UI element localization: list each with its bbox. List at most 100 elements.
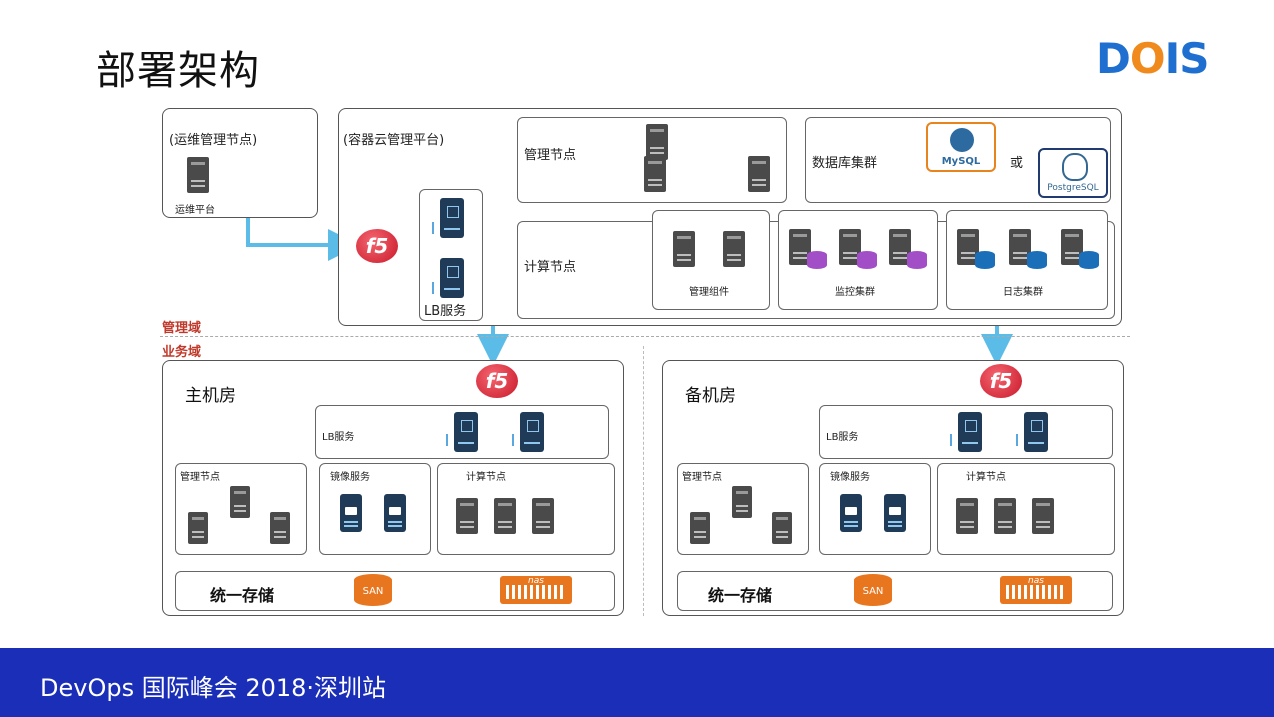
cloud-compute-box: 计算节点 管理组件 监控集群 日志集群 [517,210,1115,319]
dois-logo: DOIS [1096,34,1209,83]
primary-mgmt-label: 管理节点 [180,472,220,483]
footer-bar: DevOps 国际峰会 2018·深圳站 [0,648,1274,717]
f5-logo-icon: f5 [356,229,398,263]
lb-tick-icon [432,282,434,294]
postgres-label: PostgreSQL [1047,183,1099,193]
primary-mgmt-box: 管理节点 [175,463,307,555]
nas-label: nas [528,576,544,586]
nas-grill-icon [506,585,566,599]
lb-tick-icon [950,434,952,446]
server-icon [270,512,290,544]
server-icon [957,229,979,265]
cloud-mgmt-box: 管理节点 [517,117,787,203]
slide-title: 部署架构 [96,48,260,94]
log-db-icon [1079,251,1099,269]
san-storage-icon: SAN [354,574,392,606]
server-icon [456,498,478,534]
log-cluster-box: 日志集群 [946,210,1108,310]
monitor-db-icon [907,251,927,269]
primary-mirror-box: 镜像服务 [319,463,431,555]
server-icon [889,229,911,265]
domain-divider [160,336,1130,337]
mirror-storage-icon [340,494,362,532]
mysql-label: MySQL [941,156,981,167]
management-domain-label: 管理域 [162,321,202,336]
footer-text: DevOps 国际峰会 2018·深圳站 [40,674,387,702]
primary-compute-box: 计算节点 [437,463,615,555]
datacenter-divider [643,346,644,616]
nas-grill-icon [1006,585,1066,599]
logo-text: DOIS [1096,34,1209,83]
backup-mgmt-label: 管理节点 [682,472,722,483]
ops-server-icon [187,157,209,193]
mirror-storage-icon [384,494,406,532]
lb-node-icon [440,258,464,298]
lb-tick-icon [432,222,434,234]
business-domain-label: 业务域 [162,345,202,360]
cloud-platform-title: (容器云管理平台) [343,133,445,148]
server-icon [994,498,1016,534]
mirror-storage-icon [884,494,906,532]
server-icon [839,229,861,265]
mgmt-components-box: 管理组件 [652,210,770,310]
backup-mgmt-box: 管理节点 [677,463,809,555]
server-icon [1032,498,1054,534]
primary-mirror-label: 镜像服务 [330,472,370,483]
ops-node-box: (运维管理节点) 运维平台 [162,108,318,218]
server-icon [772,512,792,544]
cloud-lb-box: LB服务 [419,189,483,321]
cloud-mgmt-label: 管理节点 [524,148,577,163]
server-icon [748,156,770,192]
lb-tick-icon [512,434,514,446]
backup-storage-label: 统一存储 [708,586,773,605]
lb-node-icon [958,412,982,452]
server-icon [1009,229,1031,265]
primary-dc-box: 主机房 LB服务 管理节点 镜像服务 计算节点 统一存储 [162,360,624,616]
mirror-storage-icon [840,494,862,532]
primary-compute-label: 计算节点 [466,472,506,483]
backup-compute-box: 计算节点 [937,463,1115,555]
f5-logo-icon: f5 [980,364,1022,398]
mysql-logo-icon: MySQL [926,122,996,172]
server-icon [1061,229,1083,265]
backup-lb-box: LB服务 [819,405,1113,459]
dolphin-icon [950,128,974,152]
lb-tick-icon [446,434,448,446]
monitor-cluster-label: 监控集群 [835,287,875,298]
db-or-label: 或 [1010,156,1024,171]
nas-label: nas [1028,576,1044,586]
db-cluster-label: 数据库集群 [812,156,878,171]
cloud-lb-label: LB服务 [424,304,467,319]
primary-storage-label: 统一存储 [210,586,275,605]
lb-node-icon [454,412,478,452]
server-icon [690,512,710,544]
nas-storage-icon: nas [1000,576,1072,604]
db-cluster-box: 数据库集群 MySQL 或 PostgreSQL [805,117,1111,203]
log-db-icon [1027,251,1047,269]
server-icon [494,498,516,534]
log-cluster-label: 日志集群 [1003,287,1043,298]
primary-lb-box: LB服务 [315,405,609,459]
monitor-db-icon [857,251,877,269]
backup-mirror-label: 镜像服务 [830,472,870,483]
postgresql-logo-icon: PostgreSQL [1038,148,1108,198]
monitor-db-icon [807,251,827,269]
server-icon [646,124,668,160]
server-icon [188,512,208,544]
server-icon [532,498,554,534]
backup-lb-label: LB服务 [826,432,859,443]
backup-dc-box: 备机房 LB服务 管理节点 镜像服务 计算节点 统一存储 [662,360,1124,616]
backup-mirror-box: 镜像服务 [819,463,931,555]
cloud-compute-label: 计算节点 [524,260,577,275]
lb-node-icon [1024,412,1048,452]
server-icon [732,486,752,518]
log-db-icon [975,251,995,269]
primary-lb-label: LB服务 [322,432,355,443]
backup-dc-title: 备机房 [685,386,736,406]
server-icon [673,231,695,267]
backup-compute-label: 计算节点 [966,472,1006,483]
ops-platform-label: 运维平台 [175,205,215,216]
server-icon [723,231,745,267]
ops-node-title: (运维管理节点) [169,133,258,148]
cloud-platform-box: (容器云管理平台) LB服务 管理节点 数据库集群 MySQL 或 Postgr… [338,108,1122,326]
